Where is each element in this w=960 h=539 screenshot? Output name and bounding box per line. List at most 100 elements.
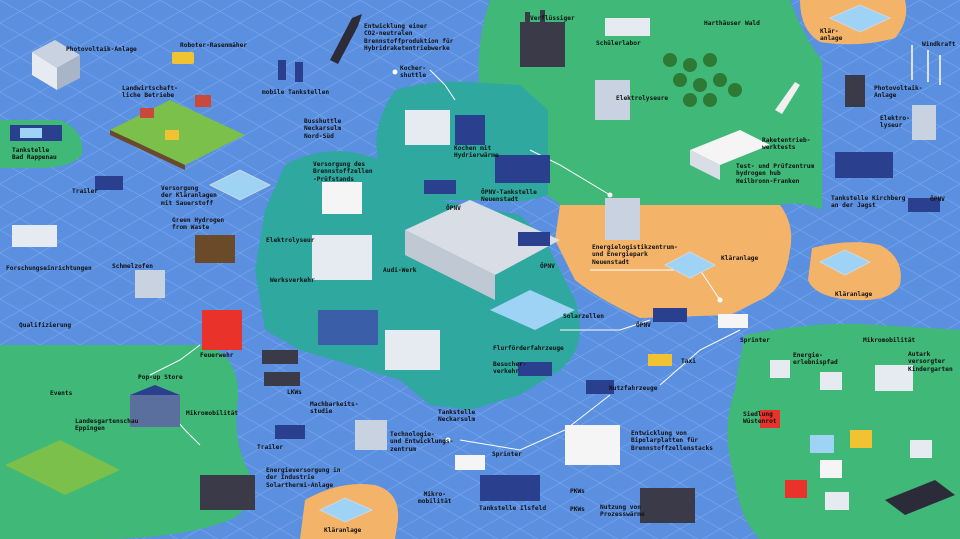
- clarifier-icon: [828, 4, 892, 33]
- label-windkraft: Windkraft: [922, 41, 956, 48]
- landesgartenschau-icon: [5, 440, 120, 495]
- label-elektrolyseure: Elektrolyseure: [616, 95, 669, 102]
- factory-verfluessiger-icon: [520, 10, 565, 67]
- label-tankstelle-neckarsulm: Tankstelle Neckarsulm: [438, 409, 476, 424]
- taxi-icon: [648, 354, 672, 366]
- label-nutzfahrzeuge: Nutzfahrzeuge: [609, 385, 658, 392]
- label-technologie-entwicklungszentrum: Technologie- und Entwicklungs- zentrum: [390, 431, 454, 453]
- furnace-icon: [135, 270, 165, 298]
- cooking-plant-icon: [405, 110, 485, 145]
- label-mikromobilitaet-right: Mikromobilität: [863, 337, 916, 344]
- tablet-icon: [885, 480, 955, 515]
- label-mikromobilitaet-bottom: Mikro- mobilität: [418, 491, 452, 506]
- label-lkws: LKWs: [287, 389, 302, 396]
- label-machbarkeitsstudie: Machbarkeits- studie: [310, 401, 359, 416]
- label-photovoltaik-anlage: Photovoltaik-Anlage: [66, 46, 137, 53]
- popup-store-icon: [130, 385, 180, 427]
- bus-right-icon: [908, 198, 940, 212]
- rocket-test-icon: [775, 82, 800, 114]
- label-werksverkehr: Werksverkehr: [270, 277, 315, 284]
- label-taxi: Taxi: [681, 358, 696, 365]
- label-audi-werk: Audi-Werk: [383, 267, 417, 274]
- label-energieversorgung-industrie: Energieversorgung in der Industrie Solar…: [266, 467, 341, 489]
- lkw-icon: [262, 350, 300, 386]
- label-bipolarplatten: Entwicklung von Bipolarplatten für Brenn…: [631, 430, 713, 452]
- label-sprinter-2: Sprinter: [492, 451, 522, 458]
- label-pop-up-store: Pop-up Store: [138, 374, 183, 381]
- label-tankstelle-ilsfeld: Tankstelle Ilsfeld: [479, 505, 547, 512]
- label-mikromobilitaet-left: Mikromobilität: [186, 410, 239, 417]
- process-heat-plant-icon: [640, 488, 695, 523]
- utility-vehicle-icon: [586, 380, 614, 394]
- clarifier-left-icon: [208, 169, 272, 201]
- label-flurfoerderfahrzeuge: Flurförderfahrzeuge: [493, 345, 564, 352]
- label-landwirtschaftliche-betriebe: Landwirtschaft- liche Betriebe: [122, 85, 178, 100]
- trailer-2-icon: [275, 425, 305, 439]
- label-elektrolyseur-right: Elektro- lyseur: [880, 115, 910, 130]
- solar-building-icon: [32, 40, 80, 90]
- waste-plant-icon: [195, 235, 235, 263]
- electrolyser-icon: [595, 80, 936, 140]
- bipolar-plate-factory-icon: [565, 425, 620, 465]
- label-versorgung-brennstoffzellen: Versorgung des Brennstoffzellen -Prüfsta…: [313, 161, 373, 183]
- label-pkws-2: PKWs: [570, 506, 585, 513]
- energy-park-building-icon: [605, 198, 640, 240]
- label-trailer-bottom: Trailer: [257, 444, 284, 451]
- label-photovoltaik-anlage-right: Photovoltaik- Anlage: [874, 85, 923, 100]
- label-mobile-tankstellen: mobile Tankstellen: [262, 89, 330, 96]
- label-klaeranlage-right: Kläranlage: [835, 291, 873, 298]
- sprinter-van-icon: [718, 314, 748, 328]
- forest-icon: [663, 53, 742, 107]
- research-lab-icon: [12, 225, 57, 247]
- label-oepnv-1: ÖPNV: [446, 205, 461, 212]
- clarifier-right-icon: [818, 249, 872, 276]
- label-autark-kindergarten: Autark versorgter Kindergarten: [908, 351, 953, 373]
- label-co2-brennstoffproduktion: Entwicklung einer CO2-neutralen Brennsto…: [364, 23, 454, 53]
- label-kochershuttle: Kocher- shuttle: [400, 65, 427, 80]
- label-versorgung-klaeranlagen: Versorgung der Kläranlagen mit Sauerstof…: [161, 185, 217, 207]
- label-klaeranlage-top-right: Klär- anlage: [820, 28, 843, 43]
- audi-factory-icon: [312, 200, 560, 370]
- label-busshuttle-neckarsulm: Busshuttle Neckarsulm Nord-Süd: [304, 118, 342, 140]
- label-sprinter-1: Sprinter: [740, 337, 770, 344]
- fuel-station-ilsfeld-icon: [480, 475, 540, 501]
- label-energielogistikzentrum: Energielogistikzentrum- und Energiepark …: [592, 244, 678, 266]
- test-center-icon: [690, 130, 770, 180]
- label-green-hydrogen: Green Hydrogen from Waste: [172, 217, 225, 232]
- sprinter-2-icon: [455, 455, 485, 470]
- label-harthaeuser-wald: Harthäuser Wald: [704, 20, 760, 27]
- label-tankstelle-bad-rappenau: Tankstelle Bad Rappenau: [12, 147, 57, 162]
- school-lab-icon: [605, 18, 650, 36]
- label-solarzellen: Solarzellen: [563, 313, 604, 320]
- label-pkws-1: PKWs: [570, 488, 585, 495]
- label-oepnv-2: ÖPNV: [540, 263, 555, 270]
- trailer-icon: [95, 176, 123, 190]
- label-kochen-hydrierwaerme: Kochen mit Hydrierwärme: [454, 145, 499, 160]
- label-besucherverkehr: Besucher- verkehr: [493, 361, 527, 376]
- solar-panel-icon: [490, 290, 575, 330]
- label-landesgartenschau-eppingen: Landesgartenschau Eppingen: [75, 418, 139, 433]
- label-siedlung-wuestenrot: Siedlung Wüstenrot: [743, 411, 777, 426]
- robot-mower-icon: [172, 52, 194, 64]
- label-trailer-left: Trailer: [72, 188, 99, 195]
- label-energieerlebnispfad: Energie- erlebnispfad: [793, 352, 838, 367]
- tower-building-icon: [845, 75, 865, 107]
- label-raketentriebwerktests: Raketentrieb- werktests: [762, 137, 811, 152]
- label-events: Events: [50, 390, 73, 397]
- label-forschungseinrichtungen: Forschungseinrichtungen: [6, 265, 92, 272]
- label-klaeranlage-bottom: Kläranlage: [324, 527, 362, 534]
- label-verfluessiger: Verflüssiger: [530, 15, 575, 22]
- settlement-icon: [760, 360, 932, 510]
- mobile-fuel-station-icon: [278, 60, 303, 82]
- wind-turbine-icon: [911, 45, 941, 85]
- label-oepnv-3: ÖPNV: [636, 322, 651, 329]
- bus-oepnv-icon: [424, 180, 687, 376]
- clarifier-mid-icon: [663, 251, 717, 279]
- label-qualifizierung: Qualifizierung: [19, 322, 72, 329]
- label-feuerwehr: Feuerwehr: [200, 352, 234, 359]
- clarifier-bottom-icon: [318, 497, 374, 523]
- label-schuelerlabor: Schülerlabor: [596, 40, 641, 47]
- technology-center-icon: [355, 420, 387, 450]
- fire-station-icon: [202, 310, 242, 350]
